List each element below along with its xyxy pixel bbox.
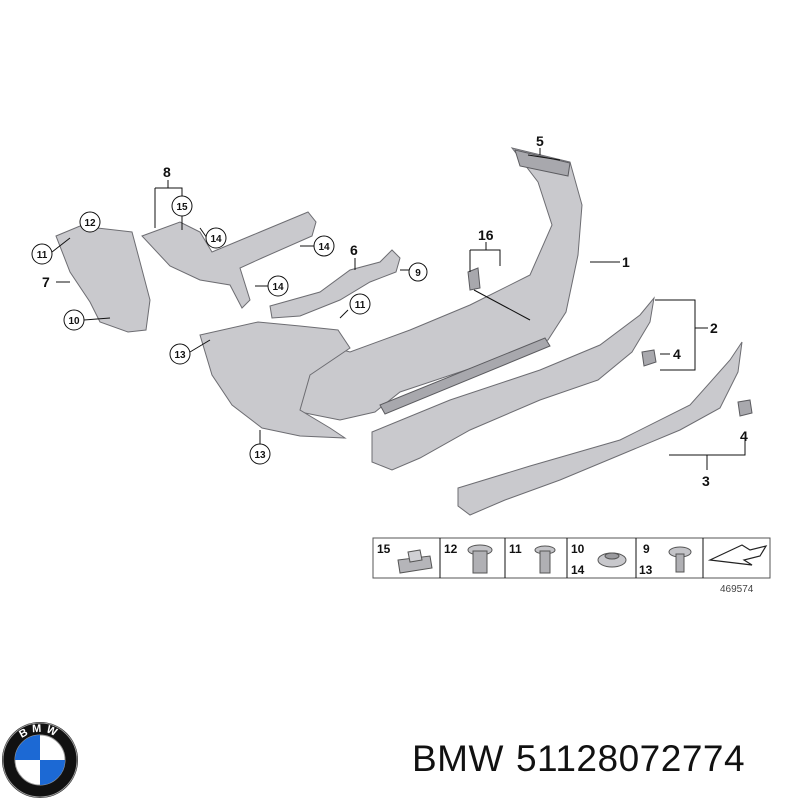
caption-part-number: 51128072774 xyxy=(515,738,746,779)
nut-icon xyxy=(597,552,627,568)
callout-circle-15: 15 xyxy=(171,195,193,217)
callout-circle-10: 10 xyxy=(63,309,85,331)
svg-text:11: 11 xyxy=(37,250,48,261)
bumper-bottom-strip xyxy=(379,337,551,415)
legend-cell-13: 13 xyxy=(639,563,653,577)
svg-text:12: 12 xyxy=(84,218,96,229)
carrier-part xyxy=(269,249,401,319)
logo-quadrant-top-left xyxy=(15,735,40,760)
svg-text:9: 9 xyxy=(415,268,421,279)
screw-icon xyxy=(668,546,692,573)
svg-text:13: 13 xyxy=(254,450,266,461)
callout-7: 7 xyxy=(42,274,50,290)
callout-3: 3 xyxy=(702,473,710,489)
support-bracket-part xyxy=(141,211,317,309)
callout-circle-9: 9 xyxy=(408,262,428,282)
leader-lines xyxy=(51,148,746,470)
callout-8: 8 xyxy=(163,164,171,180)
clip-part-16 xyxy=(467,267,481,291)
fastener-legend: 15 12 11 10 14 9 13 469574 xyxy=(372,537,771,595)
legend-cell-9: 9 xyxy=(643,542,650,556)
svg-text:10: 10 xyxy=(68,316,80,327)
caption-brand: BMW xyxy=(412,738,504,779)
diagram-number: 469574 xyxy=(720,584,754,595)
callout-circle-14-a: 14 xyxy=(205,227,227,249)
bmw-logo: BMW xyxy=(2,722,78,798)
legend-cell-11: 11 xyxy=(509,542,522,556)
callout-16: 16 xyxy=(478,227,494,243)
side-bracket-part xyxy=(55,225,151,333)
legend-cell-15: 15 xyxy=(377,542,391,556)
callout-4-upper: 4 xyxy=(673,346,681,362)
legend-cell-10: 10 xyxy=(571,542,585,556)
expanding-rivet-icon xyxy=(467,544,493,574)
callout-circle-14-c: 14 xyxy=(267,275,289,297)
callout-2: 2 xyxy=(710,320,718,336)
callout-1: 1 xyxy=(622,254,630,270)
upper-trim-part xyxy=(371,296,655,471)
push-rivet-icon xyxy=(534,545,556,574)
svg-text:14: 14 xyxy=(272,282,284,293)
callout-circle-13-upper: 13 xyxy=(169,343,191,365)
callout-4-lower: 4 xyxy=(740,428,748,444)
callout-circle-13-lower: 13 xyxy=(249,443,271,465)
callout-6: 6 xyxy=(350,242,358,258)
callout-circle-14-b: 14 xyxy=(313,235,335,257)
svg-text:15: 15 xyxy=(176,202,188,213)
part-caption: BMW 51128072774 xyxy=(412,738,757,780)
cap-part-upper xyxy=(641,349,657,367)
cap-part-lower xyxy=(737,399,753,417)
logo-quadrant-bottom-right xyxy=(40,760,65,785)
legend-cell-14: 14 xyxy=(571,563,585,577)
bumper-side-part xyxy=(199,321,351,439)
callout-5: 5 xyxy=(536,133,544,149)
svg-text:11: 11 xyxy=(355,300,366,311)
callout-circle-11-center: 11 xyxy=(349,293,371,315)
callout-circle-11-left: 11 xyxy=(31,243,53,265)
svg-text:14: 14 xyxy=(318,242,330,253)
lower-trim-part xyxy=(457,341,743,516)
svg-text:13: 13 xyxy=(174,350,186,361)
direction-arrow-icon xyxy=(707,544,768,566)
svg-text:14: 14 xyxy=(210,234,222,245)
spring-nut-icon xyxy=(397,549,433,574)
callout-circle-12: 12 xyxy=(79,211,101,233)
legend-cell-12: 12 xyxy=(444,542,458,556)
